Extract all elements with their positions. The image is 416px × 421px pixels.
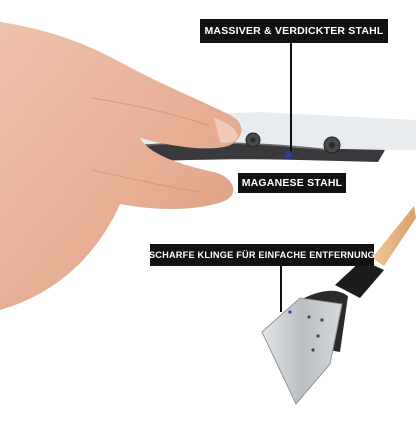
label-sharp-blade: SCHARFE KLINGE FÜR EINFACHE ENTFERNUNG [149,244,375,266]
hand-image [0,22,242,310]
pointer-line-bottom [280,266,282,312]
label-manganese-steel: MAGANESE STAHL [238,173,346,193]
pointer-line-top [290,43,292,151]
marker-dot [284,151,292,159]
scraper-tool-image [261,206,416,405]
label-thick-steel: MASSIVER & VERDICKTER STAHL [200,19,388,43]
